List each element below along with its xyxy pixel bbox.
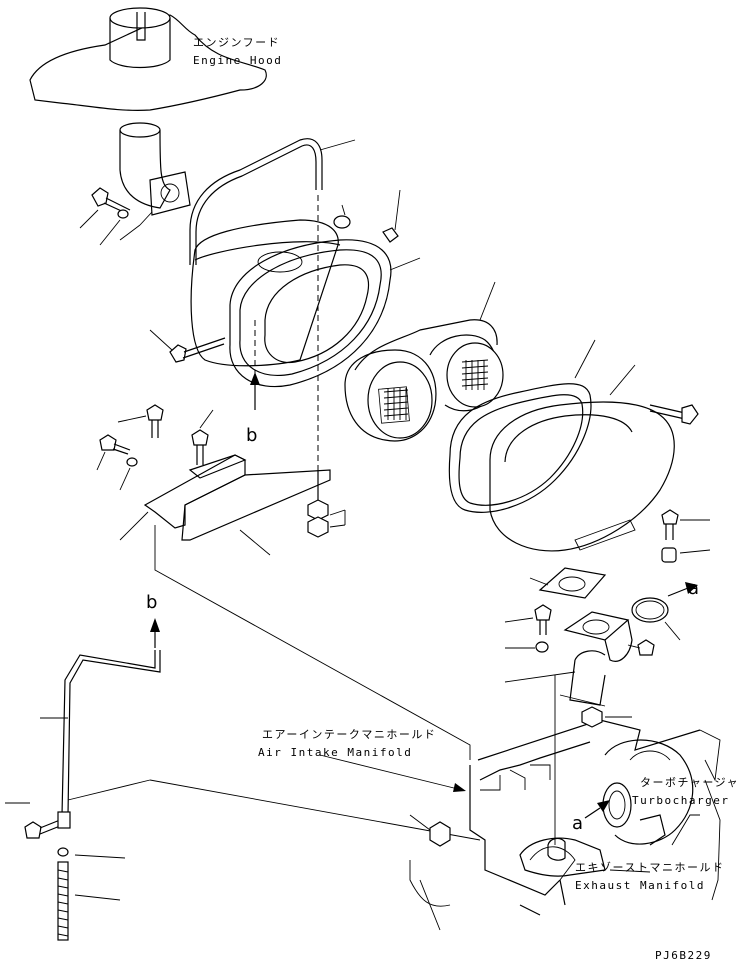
air-cleaner-cover bbox=[190, 219, 341, 367]
label-turbo-jp: ターボチャージャ bbox=[640, 776, 739, 789]
u-bolt bbox=[189, 138, 356, 265]
engine-block bbox=[409, 719, 721, 931]
bracket-bolt-2 bbox=[191, 409, 214, 465]
arrow-right-icon-a2 bbox=[597, 800, 610, 812]
drawing-code: PJ6B229 bbox=[655, 949, 712, 962]
rod-nuts bbox=[307, 499, 346, 538]
elbow-nut-right bbox=[627, 639, 655, 656]
arrow-right-icon-a bbox=[685, 582, 698, 594]
label-exhaust-en: Exhaust Manifold bbox=[575, 879, 705, 892]
leader-elbow bbox=[504, 671, 576, 683]
label-engine-hood-en: Engine Hood bbox=[193, 54, 282, 67]
label-exhaust-jp: エキゾーストマニホールド bbox=[575, 861, 724, 874]
bolt-left-top bbox=[79, 187, 131, 246]
engine-hood bbox=[29, 7, 267, 111]
nut-right-mid bbox=[661, 547, 711, 563]
ref-label-b-left: b bbox=[146, 592, 157, 613]
bolt-mid-left bbox=[149, 329, 226, 363]
ref-label-b-top: b bbox=[246, 425, 257, 446]
arrow-air-intake-icon bbox=[453, 783, 466, 792]
leader-exhaust bbox=[609, 869, 651, 873]
arrow-up-icon bbox=[250, 372, 260, 385]
arrow-shaft-a2 bbox=[584, 807, 601, 819]
turbocharger bbox=[602, 739, 694, 846]
elbow-nut-bottom bbox=[581, 706, 632, 728]
elbow-adapter bbox=[559, 611, 633, 707]
elbow-pipe bbox=[119, 122, 191, 241]
bracket-bolt-3 bbox=[96, 434, 138, 491]
arrow-shaft-a bbox=[667, 587, 689, 597]
leader-air-intake bbox=[319, 754, 463, 791]
bolt-right-mid bbox=[661, 509, 710, 540]
filter-elements bbox=[344, 281, 504, 442]
leader-line-long bbox=[154, 525, 471, 760]
bracket-bolt-1 bbox=[117, 404, 164, 438]
mount-bracket bbox=[119, 454, 331, 556]
air-cleaner-body bbox=[489, 364, 675, 552]
exhaust-pipe bbox=[519, 837, 606, 877]
ref-label-a-right: a bbox=[688, 578, 699, 599]
screw-top bbox=[382, 189, 401, 243]
leader-turbo bbox=[671, 814, 700, 846]
cover-gasket bbox=[229, 239, 421, 388]
engine-nut bbox=[409, 814, 451, 847]
bolt-right-top bbox=[649, 404, 699, 425]
support-rod bbox=[40, 650, 481, 841]
label-air-intake-en: Air Intake Manifold bbox=[258, 746, 412, 759]
elbow-bolt bbox=[504, 604, 552, 635]
elbow-nut bbox=[505, 641, 549, 653]
label-turbo-en: Turbocharger bbox=[632, 794, 729, 807]
label-engine-hood-jp: エンジンフード bbox=[193, 36, 280, 49]
rod-bolt bbox=[5, 802, 71, 839]
label-air-intake-jp: エアーインテークマニホールド bbox=[262, 728, 436, 741]
rod-nut-small bbox=[57, 847, 126, 859]
arrow-up-icon-b bbox=[150, 618, 160, 632]
o-ring bbox=[631, 597, 681, 641]
gasket-square bbox=[529, 567, 607, 599]
air-cleaner-gasket-right bbox=[448, 339, 596, 513]
nut-top bbox=[333, 204, 351, 229]
ref-label-a-turbo: a bbox=[572, 813, 583, 834]
stud-rod bbox=[57, 861, 121, 941]
